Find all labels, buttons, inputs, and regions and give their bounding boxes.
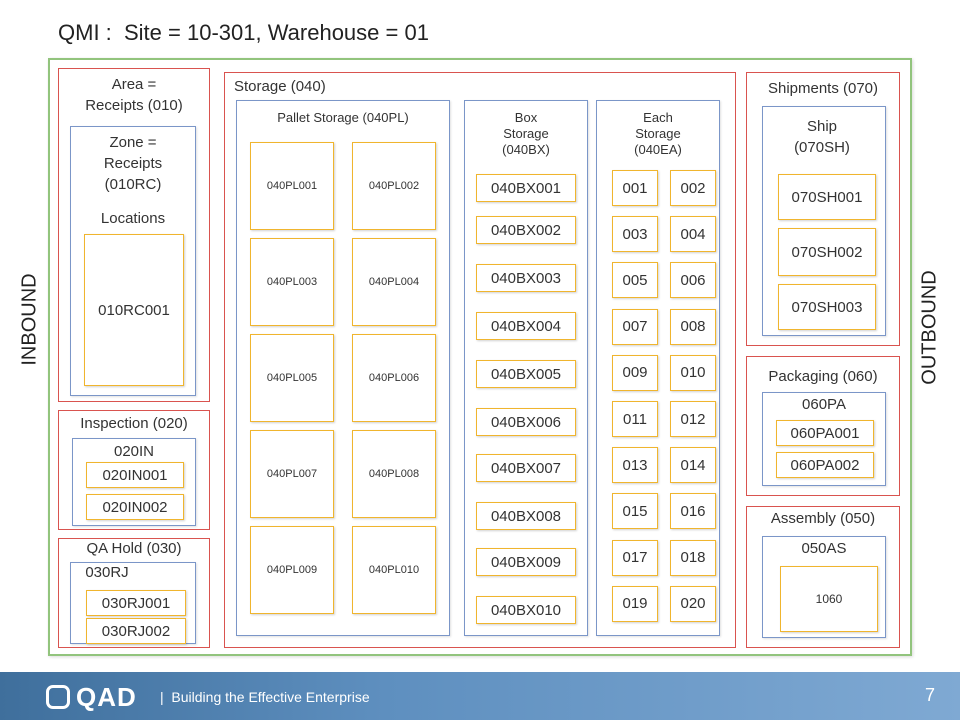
location-pallet[interactable]: 040PL009 [250,526,334,614]
zone-receipts-label: Zone = Receipts (010RC) [103,134,163,193]
location-pallet[interactable]: 040PL010 [352,526,436,614]
location-each[interactable]: 001 [612,170,658,206]
zone-inspection-label: 020IN [113,443,155,460]
location-each[interactable]: 003 [612,216,658,253]
inbound-label: INBOUND [18,273,41,366]
location-box[interactable]: 040BX001 [476,174,576,202]
location-each[interactable]: 020 [670,585,716,622]
location-each[interactable]: 009 [612,354,658,391]
location-pallet[interactable]: 040PL005 [250,334,334,422]
location-box[interactable]: 040BX006 [476,408,576,436]
area-shipments-label: Shipments (070) [767,80,879,97]
zone-pallet-storage-label: Pallet Storage (040PL) [277,110,409,125]
location-pallet[interactable]: 040PL004 [352,238,436,326]
location-each[interactable]: 017 [612,539,658,576]
location-pallet[interactable]: 040PL002 [352,142,436,230]
area-storage-label: Storage (040) [234,78,326,95]
location-each[interactable]: 018 [670,539,716,576]
area-receipts-label: Area = Receipts (010) [85,76,183,114]
location-1060[interactable]: 1060 [780,566,878,632]
location-each[interactable]: 015 [612,493,658,530]
qad-logo-icon [46,685,70,709]
location-box[interactable]: 040BX008 [476,502,576,530]
qad-logo-text: QAD [76,682,137,712]
location-pallet[interactable]: 040PL007 [250,430,334,518]
location-020IN001[interactable]: 020IN001 [86,462,184,488]
location-each[interactable]: 016 [670,493,716,530]
location-box[interactable]: 040BX003 [476,264,576,292]
zone-box-storage-label: Box Storage (040BX) [502,110,550,157]
location-060PA002[interactable]: 060PA002 [776,452,874,478]
location-030RJ002[interactable]: 030RJ002 [86,618,186,644]
location-box[interactable]: 040BX007 [476,454,576,482]
location-each[interactable]: 008 [670,308,716,345]
location-pallet[interactable]: 040PL008 [352,430,436,518]
footer-tagline: | Building the Effective Enterprise [160,689,370,705]
location-each[interactable]: 019 [612,585,658,622]
location-each[interactable]: 007 [612,308,658,345]
location-box[interactable]: 040BX002 [476,216,576,244]
location-each[interactable]: 011 [612,401,658,437]
location-each[interactable]: 006 [670,262,716,299]
outbound-label: OUTBOUND [918,270,941,385]
footer-bar [0,672,960,720]
location-070SH001[interactable]: 070SH001 [778,174,876,220]
area-assembly-label: Assembly (050) [770,510,876,527]
area-inspection-label: Inspection (020) [80,415,188,432]
zone-assembly-label: 050AS [801,540,847,557]
page-title: QMI : Site = 10-301, Warehouse = 01 [58,20,429,45]
page-number: 7 [925,685,936,705]
location-each[interactable]: 013 [612,447,658,484]
location-030RJ001[interactable]: 030RJ001 [86,590,186,616]
zone-each-storage-label: Each Storage (040EA) [634,110,682,157]
area-packaging-label: Packaging (060) [768,368,878,385]
location-070SH002[interactable]: 070SH002 [778,228,876,276]
location-each[interactable]: 014 [670,447,716,484]
location-pallet[interactable]: 040PL006 [352,334,436,422]
location-box[interactable]: 040BX010 [476,596,576,624]
area-qa-hold-label: QA Hold (030) [86,540,182,557]
zone-packaging-label: 060PA [802,396,846,413]
location-each[interactable]: 005 [612,262,658,299]
location-pallet[interactable]: 040PL001 [250,142,334,230]
zone-ship-label: Ship (070SH) [794,118,850,156]
location-each[interactable]: 010 [670,354,716,391]
location-each[interactable]: 004 [670,216,716,253]
location-box[interactable]: 040BX004 [476,312,576,340]
location-each[interactable]: 002 [670,170,716,206]
location-box[interactable]: 040BX005 [476,360,576,388]
location-box[interactable]: 040BX009 [476,548,576,576]
location-pallet[interactable]: 040PL003 [250,238,334,326]
location-010RC001[interactable]: 010RC001 [84,234,184,386]
location-070SH003[interactable]: 070SH003 [778,284,876,330]
locations-label: Locations [100,210,166,227]
location-020IN002[interactable]: 020IN002 [86,494,184,520]
zone-qa-hold-label: 030RJ [85,564,129,581]
location-each[interactable]: 012 [670,401,716,437]
location-060PA001[interactable]: 060PA001 [776,420,874,446]
